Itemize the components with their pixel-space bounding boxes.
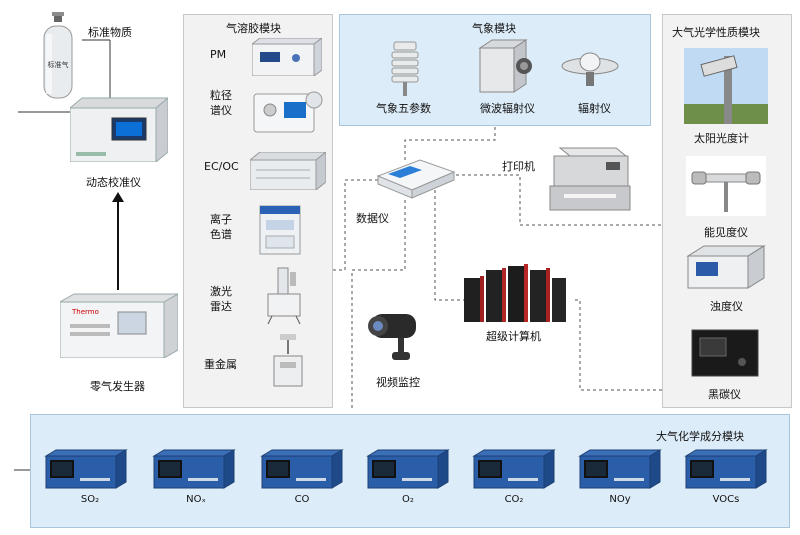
analyzer-o2-label: O₂ [402, 494, 414, 505]
meteo-item-microwave: 微波辐射仪 [480, 102, 535, 115]
analyzer-co-label: CO [294, 494, 310, 505]
aerosol-item-particle-sizer-text: 粒径 谱仪 [210, 89, 232, 117]
analyzer-nox [152, 448, 236, 490]
supercomputer-label: 超级计算机 [486, 330, 541, 343]
sun-photometer-image [684, 48, 768, 124]
optical-item-visibility: 能见度仪 [704, 226, 748, 239]
weather-station-icon [388, 40, 422, 96]
meteo-item-weather: 气象五参数 [376, 102, 431, 115]
standard-gas-label: 标准物质 [88, 26, 132, 39]
analyzer-vocs [684, 448, 768, 490]
printer-device [546, 142, 636, 214]
aerosol-item-ecoc: EC/OC [204, 160, 239, 173]
aerosol-item-lidar: 激光 雷达 [210, 284, 232, 314]
supercomputer-device [462, 262, 570, 324]
data-logger-label: 数据仪 [356, 212, 389, 225]
lidar-device [260, 266, 312, 326]
aerosol-item-pm: PM [210, 48, 227, 61]
aerosol-module-title: 气溶胶模块 [226, 22, 281, 35]
chemistry-module-title: 大气化学成分模块 [656, 430, 744, 443]
zero-air-label: 零气发生器 [90, 380, 145, 393]
analyzer-co2 [472, 448, 556, 490]
analyzer-o2 [366, 448, 450, 490]
analyzer-noy-label: NOy [609, 494, 631, 505]
analyzer-vocs-label: VOCs [712, 494, 740, 505]
aerosol-item-lidar-text: 激光 雷达 [210, 285, 232, 313]
aerosol-item-heavy-metal: 重金属 [204, 358, 237, 371]
aerosol-module-panel [183, 14, 333, 408]
particle-sizer-device [252, 88, 324, 134]
analyzer-co [260, 448, 344, 490]
analyzer-so2 [44, 448, 128, 490]
analyzer-nox-label: NOₓ [186, 494, 206, 505]
black-carbon-meter-image [690, 328, 760, 378]
video-camera-device [364, 308, 424, 364]
heavy-metal-device [268, 334, 308, 390]
zero-air-device: Thermo [58, 292, 180, 359]
meteo-module-title: 气象模块 [472, 22, 516, 35]
optical-module-title: 大气光学性质模块 [672, 26, 760, 39]
optical-item-sun-photometer: 太阳光度计 [694, 132, 749, 145]
optical-item-turbidity: 浊度仪 [710, 300, 743, 313]
microwave-radiometer-icon [476, 38, 534, 94]
data-logger-device [376, 158, 456, 202]
aerosol-item-ion-chrom: 离子 色谱 [210, 212, 232, 242]
ecoc-device [248, 150, 328, 192]
analyzer-co2-label: CO₂ [504, 494, 524, 505]
calibrator-device [68, 96, 170, 164]
aerosol-item-particle-sizer: 粒径 谱仪 [210, 88, 232, 118]
analyzer-noy [578, 448, 662, 490]
zero-air-brand: Thermo [71, 308, 99, 316]
calibrator-label: 动态校准仪 [86, 176, 141, 189]
analyzer-so2-label: SO₂ [80, 494, 100, 505]
turbidity-meter-image [686, 244, 766, 290]
cylinder-label: 标准气 [48, 60, 69, 69]
optical-item-black-carbon: 黑碳仪 [708, 388, 741, 401]
printer-label: 打印机 [502, 160, 535, 173]
ion-chromatograph-device [258, 204, 304, 256]
visibility-meter-image [686, 156, 766, 216]
radiometer-icon [560, 52, 620, 88]
meteo-item-radiometer: 辐射仪 [578, 102, 611, 115]
gas-cylinder: 标准气 [38, 12, 78, 100]
aerosol-item-ion-chrom-text: 离子 色谱 [210, 213, 232, 241]
pm-device [250, 37, 324, 77]
video-label: 视频监控 [376, 376, 420, 389]
